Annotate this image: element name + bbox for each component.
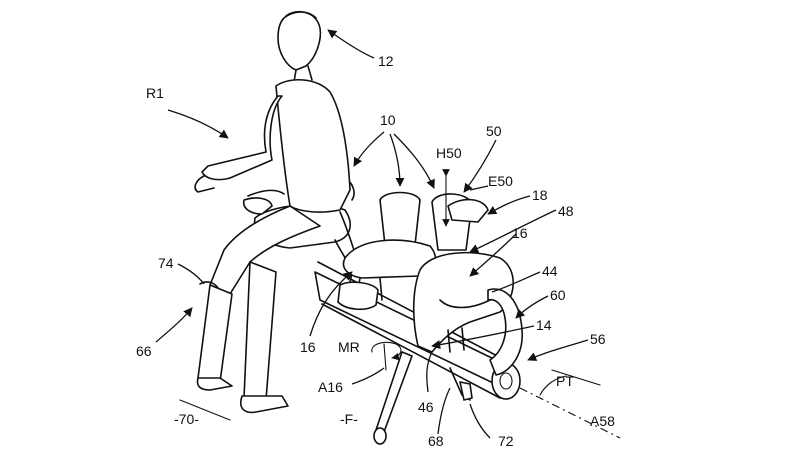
leader-A16 — [352, 368, 384, 384]
leader-68 — [438, 388, 450, 434]
label-48: 48 — [558, 204, 574, 218]
leader-72 — [470, 404, 490, 438]
leader-10a — [354, 132, 384, 166]
label-70: -70- — [174, 412, 199, 426]
leader-18 — [488, 196, 530, 214]
leader-74 — [178, 264, 204, 284]
label-MR: MR — [338, 340, 360, 354]
label-R1: R1 — [146, 86, 164, 100]
label-50: 50 — [486, 124, 502, 138]
label-60: 60 — [550, 288, 566, 302]
label-PT: PT — [556, 374, 574, 388]
label-16-lower: 16 — [300, 340, 316, 354]
label-H50: H50 — [436, 146, 462, 160]
leader-E50 — [470, 186, 488, 190]
label-66: 66 — [136, 344, 152, 358]
label-F: -F- — [340, 412, 358, 426]
label-46: 46 — [418, 400, 434, 414]
label-14: 14 — [536, 318, 552, 332]
label-12: 12 — [378, 54, 394, 68]
leader-56 — [528, 340, 588, 360]
label-18: 18 — [532, 188, 548, 202]
leader-66 — [156, 308, 192, 342]
label-56: 56 — [590, 332, 606, 346]
label-74: 74 — [158, 256, 174, 270]
leader-12 — [328, 30, 374, 58]
leader-46 — [427, 352, 432, 392]
label-E50: E50 — [488, 174, 513, 188]
leader-R1 — [168, 110, 228, 138]
label-10: 10 — [380, 113, 396, 127]
label-A58: A58 — [590, 414, 615, 428]
label-A16: A16 — [318, 380, 343, 394]
label-68: 68 — [428, 434, 444, 448]
leader-10b — [390, 134, 400, 186]
label-44: 44 — [542, 264, 558, 278]
label-72: 72 — [498, 434, 514, 448]
leader-60 — [516, 296, 548, 318]
label-16-upper: 16 — [512, 226, 528, 240]
